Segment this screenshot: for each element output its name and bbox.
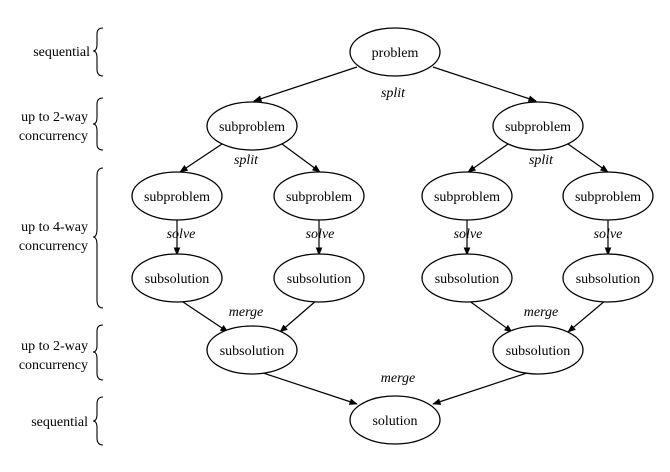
- brace-2way-top: [92, 97, 104, 151]
- node-subsolution-right-label: subsolution: [506, 344, 571, 359]
- level-label-sequential-top: sequential: [33, 45, 90, 60]
- node-subproblem-left-label: subproblem: [219, 120, 285, 135]
- node-subsolution-3: subsolution: [421, 253, 513, 303]
- node-subproblem-rr: subproblem: [562, 171, 654, 221]
- node-subsolution-4-label: subsolution: [576, 272, 641, 287]
- edge-merge-final-left: [253, 369, 358, 405]
- node-subsolution-2: subsolution: [273, 253, 365, 303]
- level-braces: [92, 27, 104, 446]
- level-label-2way-bottom-line2: concurrency: [19, 358, 88, 373]
- node-subproblem-rr-label: subproblem: [575, 190, 641, 205]
- node-subproblem-rl: subproblem: [421, 171, 513, 221]
- brace-sequential-top: [92, 27, 104, 77]
- brace-2way-bottom: [92, 324, 104, 381]
- label-split-left: split: [234, 153, 259, 168]
- brace-4way: [92, 167, 104, 309]
- node-subproblem-rl-label: subproblem: [434, 190, 500, 205]
- edge-problem-to-subproblem-left: [253, 66, 358, 102]
- level-label-4way-line2: concurrency: [19, 239, 88, 254]
- node-subproblem-lr-label: subproblem: [286, 190, 352, 205]
- edge-labels: split split split solve solve solve solv…: [167, 86, 623, 386]
- node-problem-label: problem: [372, 46, 419, 61]
- level-label-2way-top-line2: concurrency: [19, 129, 88, 144]
- node-subsolution-left-label: subsolution: [220, 344, 285, 359]
- level-label-sequential-bottom: sequential: [31, 415, 88, 430]
- level-label-2way-top-line1: up to 2-way: [21, 110, 88, 125]
- edge-merge-4: [567, 299, 607, 333]
- label-split-top: split: [381, 86, 406, 101]
- edge-subproblem-r-to-rr: [567, 143, 609, 173]
- edge-merge-3: [467, 299, 513, 333]
- edge-subproblem-l-to-lr: [281, 143, 321, 173]
- label-merge-bottom: merge: [381, 371, 415, 386]
- node-solution: solution: [349, 395, 441, 445]
- label-solve-1: solve: [167, 227, 196, 242]
- label-solve-4: solve: [594, 227, 623, 242]
- label-split-right: split: [529, 153, 554, 168]
- level-labels: sequential up to 2-way concurrency up to…: [19, 45, 90, 430]
- level-label-4way-line1: up to 4-way: [21, 220, 88, 235]
- node-subproblem-right: subproblem: [492, 101, 584, 151]
- edge-problem-to-subproblem-right: [432, 66, 537, 102]
- node-subproblem-ll-label: subproblem: [144, 190, 210, 205]
- node-subproblem-ll: subproblem: [131, 171, 223, 221]
- edge-merge-1: [179, 299, 229, 333]
- edge-subproblem-l-to-ll: [179, 143, 223, 173]
- label-merge-right: merge: [524, 305, 558, 320]
- node-solution-label: solution: [372, 414, 417, 429]
- brace-sequential-bottom: [92, 396, 104, 446]
- node-subsolution-3-label: subsolution: [435, 272, 500, 287]
- nodes: problem subproblem subproblem subproblem…: [131, 27, 654, 445]
- node-subsolution-right: subsolution: [492, 325, 584, 375]
- node-subproblem-lr: subproblem: [273, 171, 365, 221]
- node-subsolution-1: subsolution: [131, 253, 223, 303]
- edges: [173, 66, 612, 405]
- node-problem: problem: [349, 27, 441, 77]
- edge-subproblem-r-to-rl: [467, 143, 509, 173]
- node-subsolution-left: subsolution: [206, 325, 298, 375]
- node-subsolution-1-label: subsolution: [145, 272, 210, 287]
- label-solve-2: solve: [306, 227, 335, 242]
- edge-merge-final-right: [432, 369, 537, 405]
- node-subproblem-right-label: subproblem: [505, 120, 571, 135]
- edge-merge-2: [279, 299, 318, 333]
- node-subsolution-4: subsolution: [562, 253, 654, 303]
- level-label-2way-bottom-line1: up to 2-way: [21, 339, 88, 354]
- node-subproblem-left: subproblem: [206, 101, 298, 151]
- label-merge-left: merge: [229, 305, 263, 320]
- node-subsolution-2-label: subsolution: [287, 272, 352, 287]
- label-solve-3: solve: [454, 227, 483, 242]
